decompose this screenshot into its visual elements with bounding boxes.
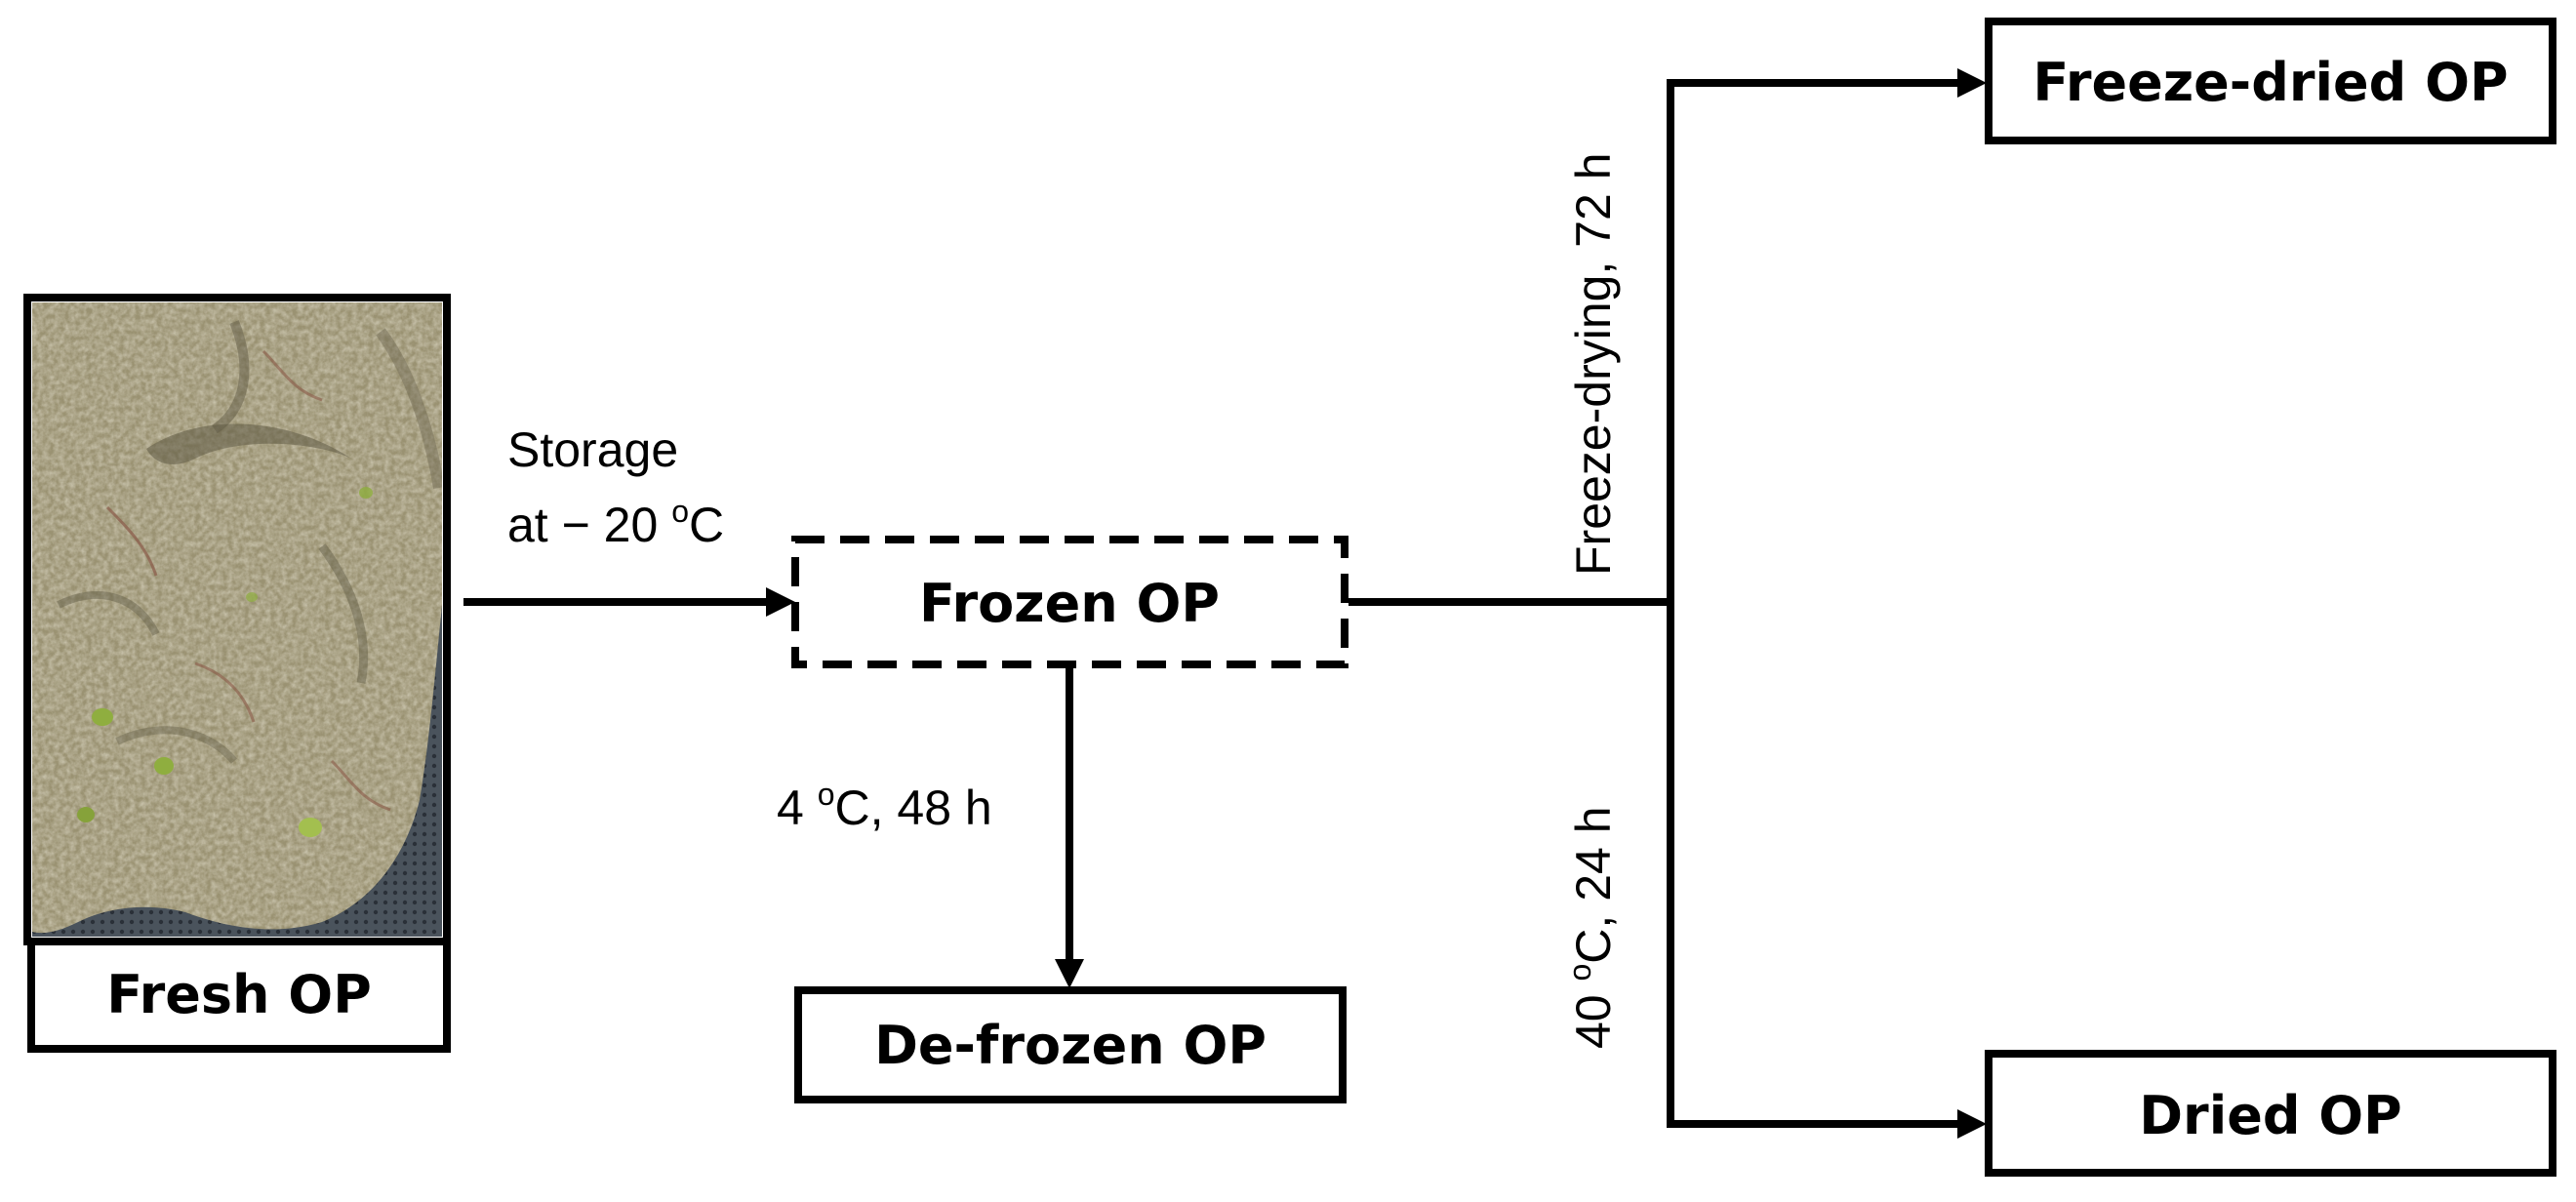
freeze-dried-op-node: Freeze-dried OP: [1985, 18, 2556, 144]
dried-op-label: Dried OP: [2139, 1085, 2402, 1146]
storage-arrow: [463, 587, 795, 617]
freeze-dried-op-label: Freeze-dried OP: [2033, 52, 2508, 113]
defrozen-op-label: De-frozen OP: [874, 1015, 1267, 1076]
oven-drying-label: 40 oC, 24 h: [1562, 806, 1621, 1049]
frozen-op-node: Frozen OP: [791, 536, 1348, 668]
dried-op-node: Dried OP: [1985, 1050, 2556, 1177]
fresh-op-label: Fresh OP: [106, 964, 372, 1025]
thaw-arrow: [1055, 668, 1084, 988]
olive-pomace-photo: [23, 294, 451, 945]
storage-label-line2: at − 20 oC: [507, 494, 724, 552]
freeze-drying-arrow: [1667, 68, 1987, 98]
freeze-drying-label: Freeze-drying, 72 h: [1566, 152, 1621, 576]
thaw-label: 4 oC, 48 h: [777, 777, 992, 835]
branch-connector: [1348, 79, 1674, 1128]
frozen-op-label: Frozen OP: [919, 573, 1220, 634]
fresh-op-node: Fresh OP: [27, 938, 451, 1053]
defrozen-op-node: De-frozen OP: [794, 986, 1347, 1103]
oven-drying-arrow: [1667, 1109, 1987, 1139]
storage-label-line1: Storage: [507, 422, 678, 477]
